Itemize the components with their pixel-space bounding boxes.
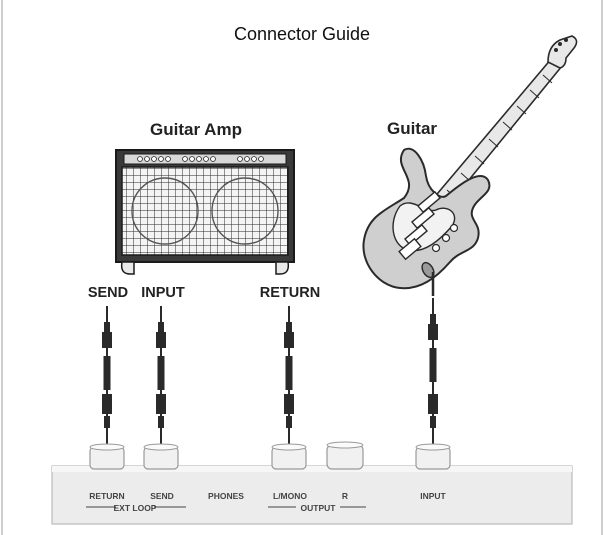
- amp-label: Guitar Amp: [150, 120, 242, 139]
- cable-label-return: RETURN: [260, 285, 320, 301]
- cable-input: [156, 306, 166, 446]
- cable-label-send: SEND: [88, 285, 128, 301]
- jack-label-l-mono: L/MONO: [273, 491, 307, 501]
- jack-label-phones: PHONES: [208, 491, 244, 501]
- jack-label-input: INPUT: [420, 491, 446, 501]
- jack-label-send: SEND: [150, 491, 174, 501]
- cable-label-input: INPUT: [141, 285, 185, 301]
- cables-group: [102, 298, 438, 446]
- jack-group-output: OUTPUT: [301, 503, 337, 513]
- jack-socket-icon: [143, 443, 179, 470]
- page-title: Connector Guide: [233, 24, 371, 44]
- jack-socket-icon: [89, 443, 125, 470]
- cable-send: [102, 306, 112, 446]
- jack-label-return: RETURN: [89, 491, 124, 501]
- guitar-label: Guitar: [387, 119, 437, 138]
- jack-socket-icon: [271, 443, 307, 470]
- jack-label-r: R: [342, 491, 348, 501]
- jack-socket-icon: [326, 441, 364, 470]
- cable-guitar: [428, 298, 438, 446]
- jack-socket-icon: [415, 443, 451, 470]
- cable-return: [284, 306, 294, 446]
- effects-unit: [51, 465, 573, 525]
- electric-guitar-icon: [362, 35, 578, 296]
- guitar-amp-icon: [115, 149, 295, 275]
- jack-group-ext-loop: EXT LOOP: [114, 503, 157, 513]
